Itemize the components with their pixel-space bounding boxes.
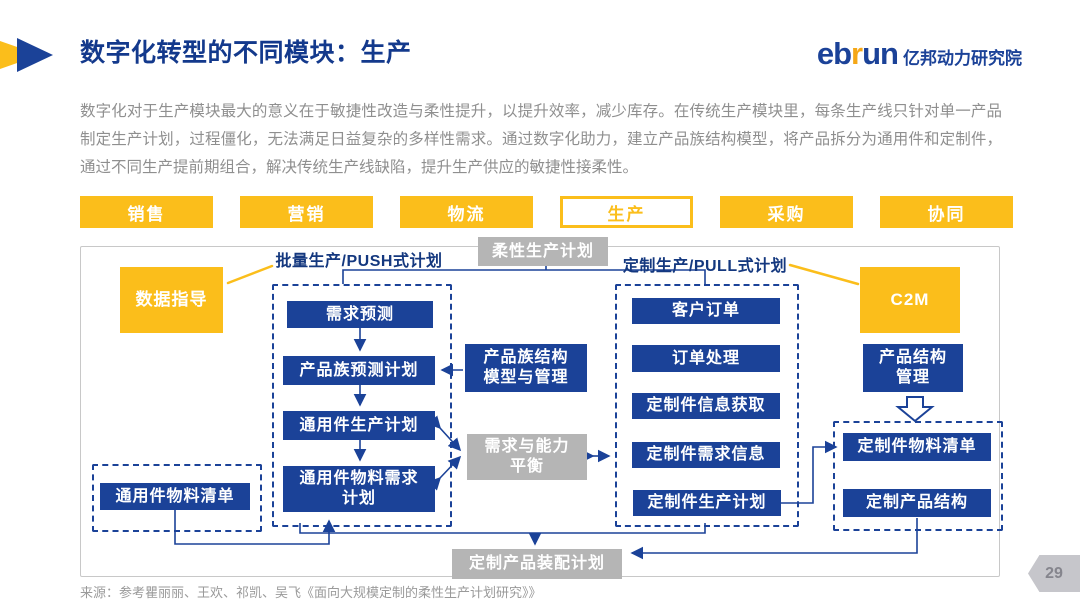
tab-marketing[interactable]: 营销 [240,196,373,228]
node-common-material-requirement-plan: 通用件物料需求 计划 [283,466,435,512]
node-custom-demand-info: 定制件需求信息 [632,442,780,468]
pull-plan-label: 定制生产/PULL式计划 [622,258,788,275]
node-custom-info-acquisition: 定制件信息获取 [632,393,780,419]
intro-paragraph: 数字化对于生产模块最大的意义在于敏捷性改造与柔性提升，以提升效率，减少库存。在传… [80,103,1002,176]
push-plan-label: 批量生产/PUSH式计划 [275,253,443,270]
node-product-structure-mgmt: 产品结构 管理 [863,344,963,392]
page-number-badge: 29 [1028,555,1080,592]
brand-accent-letter: r [851,36,863,71]
tab-sales[interactable]: 销售 [80,196,213,228]
node-custom-bom: 定制件物料清单 [843,433,991,461]
node-c2m: C2M [860,267,960,333]
page-title: 数字化转型的不同模块：生产 [80,39,412,67]
tab-procurement[interactable]: 采购 [720,196,853,228]
node-order-processing: 订单处理 [632,345,780,372]
node-common-parts-production-plan: 通用件生产计划 [283,411,435,440]
node-custom-production-plan: 定制件生产计划 [633,490,781,516]
node-customer-order: 客户订单 [632,298,780,324]
node-family-forecast-plan: 产品族预测计划 [283,356,435,385]
node-data-guidance: 数据指导 [120,267,223,333]
node-demand-forecast: 需求预测 [287,301,433,328]
node-common-bom: 通用件物料清单 [100,483,250,510]
page-number: 29 [1045,564,1063,582]
node-family-structure-model: 产品族结构 模型与管理 [465,344,587,392]
node-flexible-production-plan: 柔性生产计划 [478,237,608,266]
tab-logistics[interactable]: 物流 [400,196,533,228]
node-custom-product-structure: 定制产品结构 [843,489,991,517]
brand-logo: ebrun 亿邦动力研究院 [817,36,1022,72]
header-arrow-blue-icon [17,38,53,72]
brand-name: 亿邦动力研究院 [903,49,1022,68]
tab-collaboration[interactable]: 协同 [880,196,1013,228]
brand-logo-text: ebrun [816,36,899,71]
source-note: 来源：参考瞿丽丽、王欢、祁凯、吴飞《面向大规模定制的柔性生产计划研究》》 [80,585,542,600]
node-custom-assembly-plan: 定制产品装配计划 [452,549,622,579]
node-demand-capacity-balance: 需求与能力 平衡 [467,434,587,480]
tab-production[interactable]: 生产 [560,196,693,228]
